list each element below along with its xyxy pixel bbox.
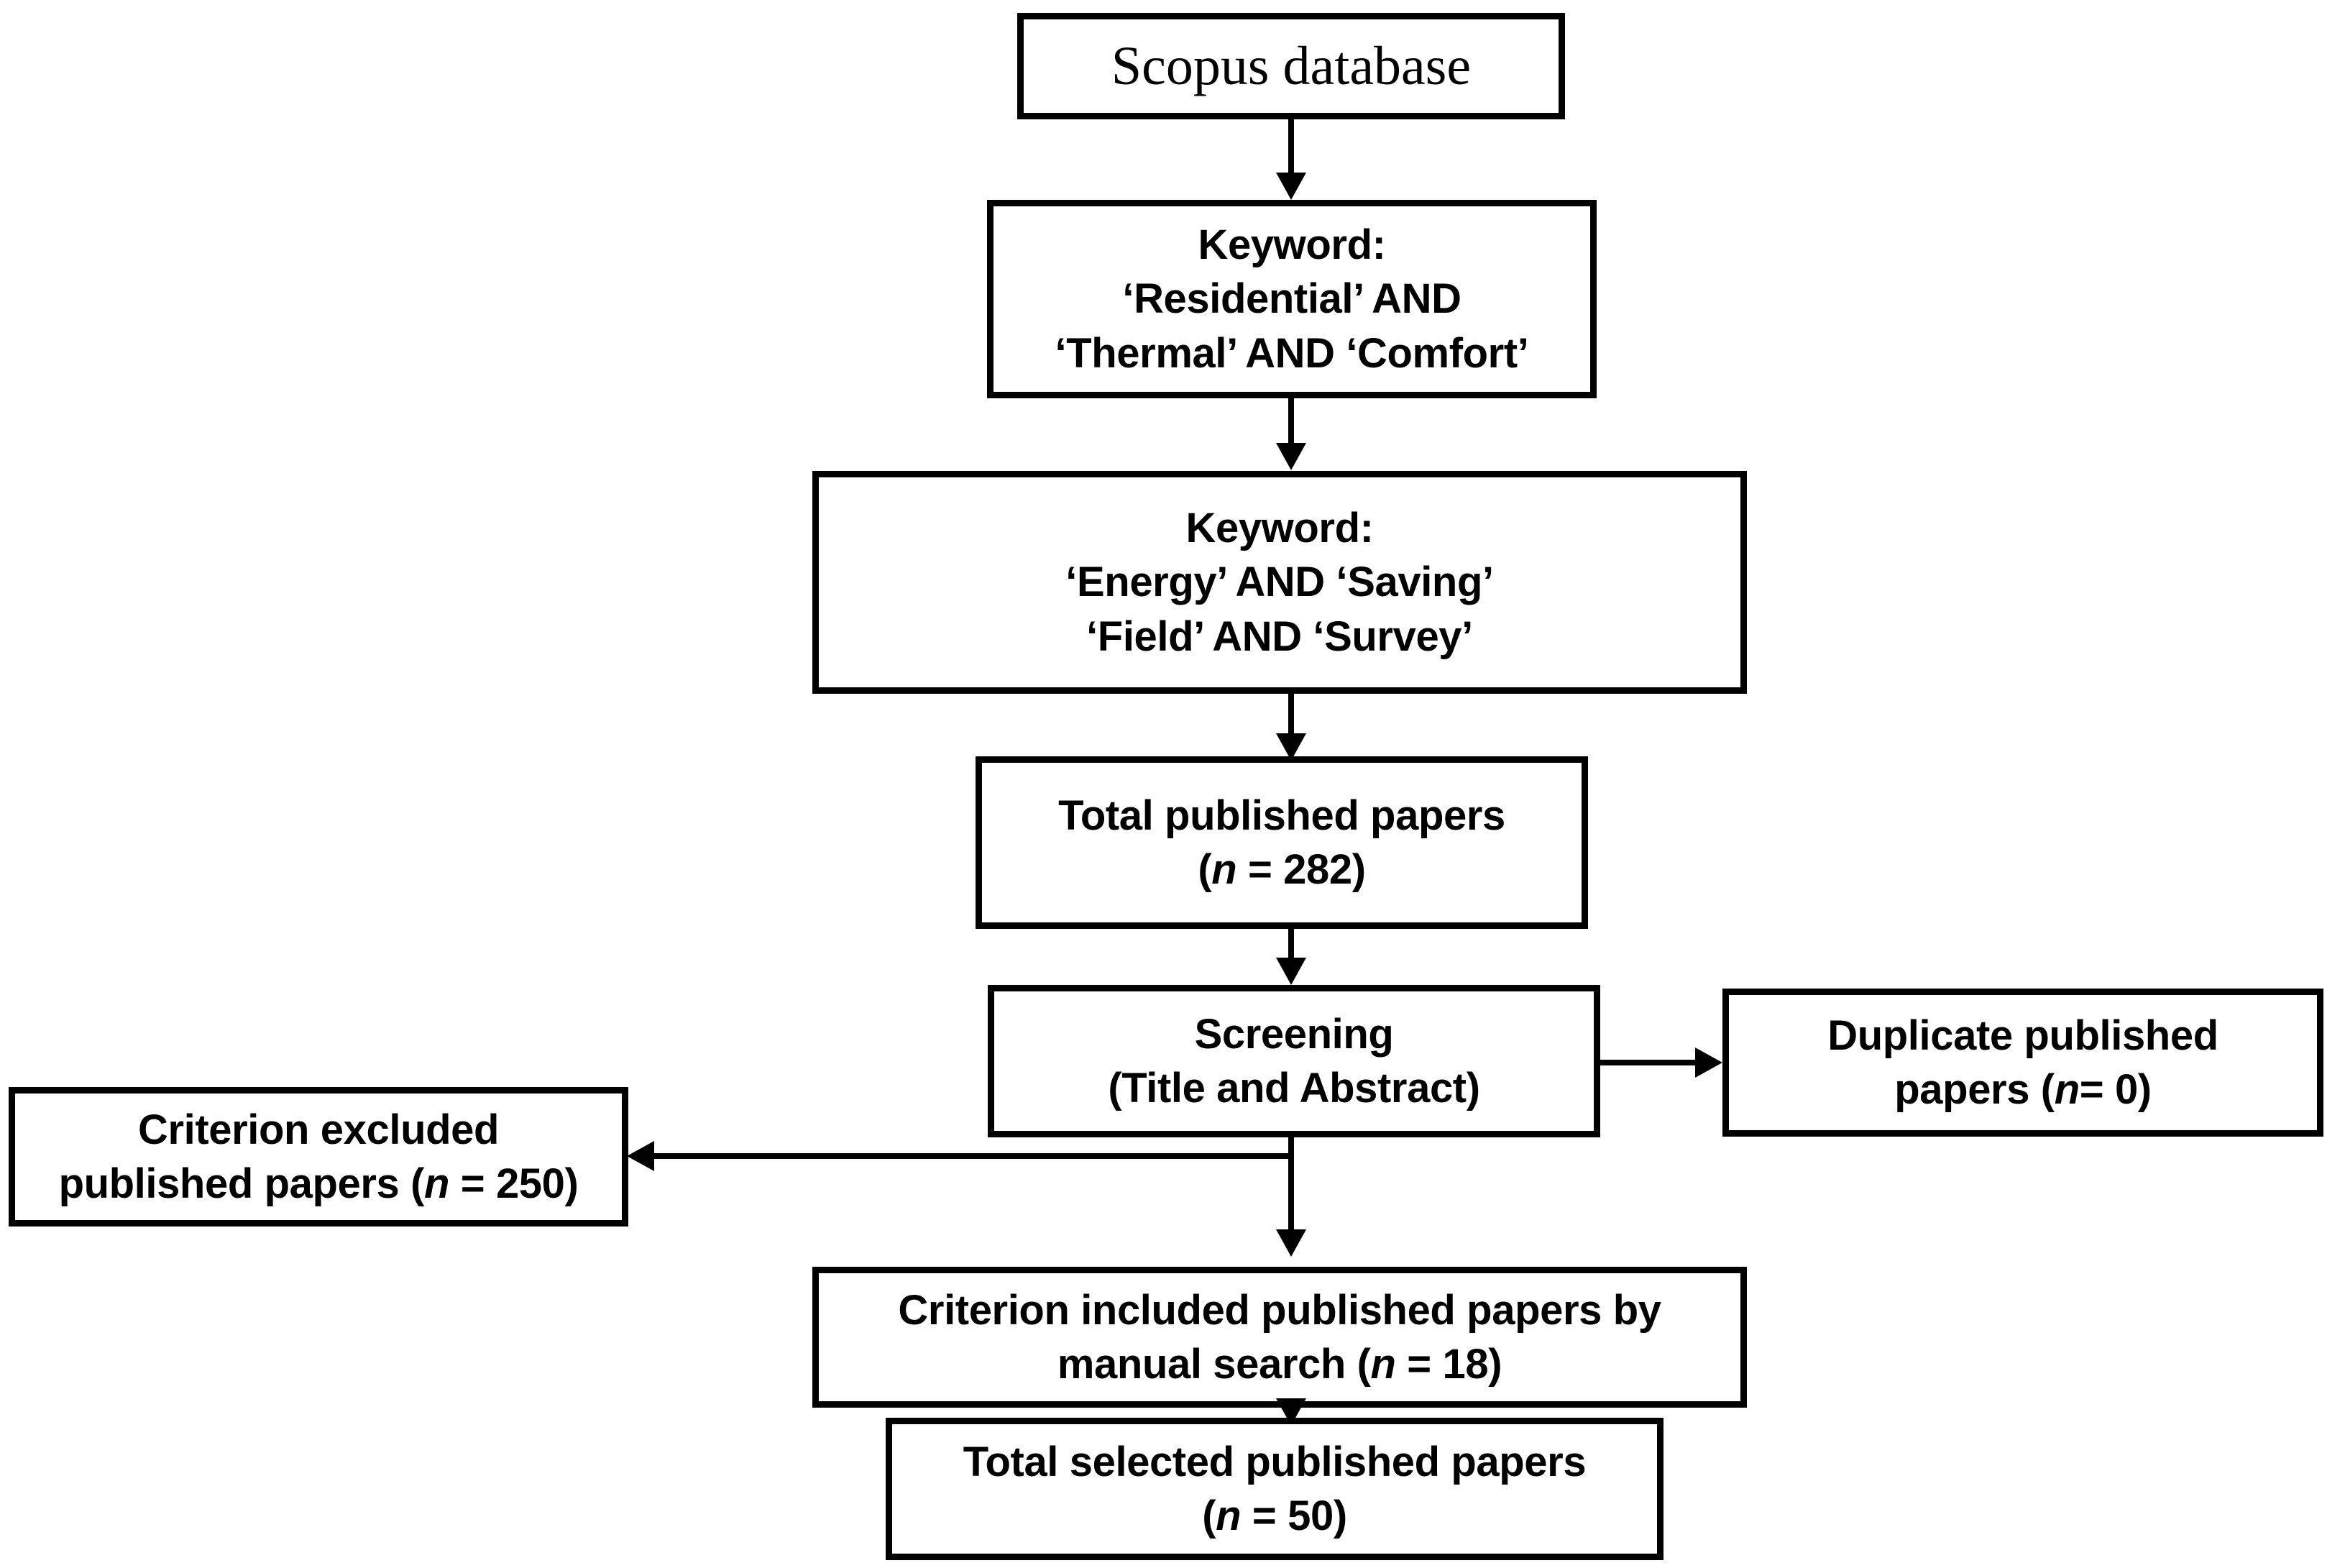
node-criterion-excluded-papers: Criterion excluded published papers (n =… (9, 1087, 628, 1227)
edge-screening-to-included-stem (1288, 1137, 1294, 1238)
italic-n-symbol: n (1370, 1341, 1396, 1388)
node-duplicate-published-papers-count: papers (n= 0) (1894, 1066, 2152, 1113)
italic-n-symbol: n (424, 1160, 450, 1207)
edge-source-to-keyword1-arrowhead (1276, 173, 1306, 200)
edge-screening-to-duplicate-arrowhead (1695, 1047, 1722, 1078)
node-criterion-excluded-papers-line-1: Criterion excluded (137, 1106, 500, 1153)
node-criterion-excluded-papers-count: published papers (n = 250) (58, 1160, 579, 1207)
edge-keyword2-to-total-arrowhead (1276, 733, 1306, 761)
node-keyword-residential: Keyword: ‘Residential’ AND ‘Thermal’ AND… (987, 200, 1597, 398)
node-total-selected-papers-count: (n = 50) (1202, 1493, 1347, 1539)
node-total-selected-papers: Total selected published papers (n = 50) (886, 1418, 1663, 1560)
edge-total-to-screening-stem (1288, 929, 1294, 965)
node-scopus-database: Scopus database (1017, 13, 1565, 119)
node-keyword-energy-line-2: ‘Energy’ AND ‘Saving’ (1065, 559, 1494, 606)
italic-n-symbol: n (1216, 1493, 1242, 1539)
node-criterion-included-papers-count: manual search (n = 18) (1057, 1341, 1502, 1388)
node-screening-line-1: Screening (1194, 1010, 1394, 1058)
node-duplicate-published-papers-line-1: Duplicate published (1827, 1012, 2218, 1059)
node-screening-line-2: (Title and Abstract) (1108, 1065, 1480, 1111)
node-keyword-residential-line-2: ‘Residential’ AND (1122, 275, 1461, 323)
node-keyword-residential-line-3: ‘Thermal’ AND ‘Comfort’ (1055, 329, 1529, 377)
node-duplicate-published-papers: Duplicate published papers (n= 0) (1722, 989, 2323, 1137)
node-criterion-included-papers: Criterion included published papers by m… (812, 1267, 1747, 1408)
edge-screening-to-excluded-stem (654, 1153, 1291, 1159)
node-total-published-papers: Total published papers (n = 282) (976, 756, 1588, 929)
node-screening: Screening (Title and Abstract) (988, 985, 1600, 1137)
node-keyword-residential-line-1: Keyword: (1198, 221, 1386, 268)
node-keyword-energy-line-3: ‘Field’ AND ‘Survey’ (1086, 613, 1473, 660)
edge-total-to-screening-arrowhead (1276, 958, 1306, 985)
node-keyword-energy: Keyword: ‘Energy’ AND ‘Saving’ ‘Field’ A… (812, 471, 1747, 694)
node-keyword-energy-line-1: Keyword: (1185, 504, 1374, 551)
edge-keyword1-to-keyword2-arrowhead (1276, 443, 1306, 470)
italic-n-symbol: n (2054, 1066, 2080, 1113)
edge-keyword2-to-total-stem (1288, 694, 1294, 743)
node-total-selected-papers-line-1: Total selected published papers (963, 1438, 1587, 1485)
edge-source-to-keyword1-stem (1288, 119, 1294, 177)
edge-keyword1-to-keyword2-stem (1288, 398, 1294, 447)
edge-screening-to-included-arrowhead (1276, 1229, 1306, 1257)
edge-screening-to-duplicate-stem (1600, 1060, 1701, 1065)
node-scopus-database-line-1: Scopus database (1111, 35, 1472, 96)
node-total-published-papers-count: (n = 282) (1198, 846, 1366, 893)
node-criterion-included-papers-line-1: Criterion included published papers by (898, 1286, 1661, 1334)
italic-n-symbol: n (1211, 846, 1237, 893)
edge-screening-to-excluded-arrowhead (627, 1141, 654, 1171)
node-total-published-papers-line-1: Total published papers (1058, 792, 1505, 839)
